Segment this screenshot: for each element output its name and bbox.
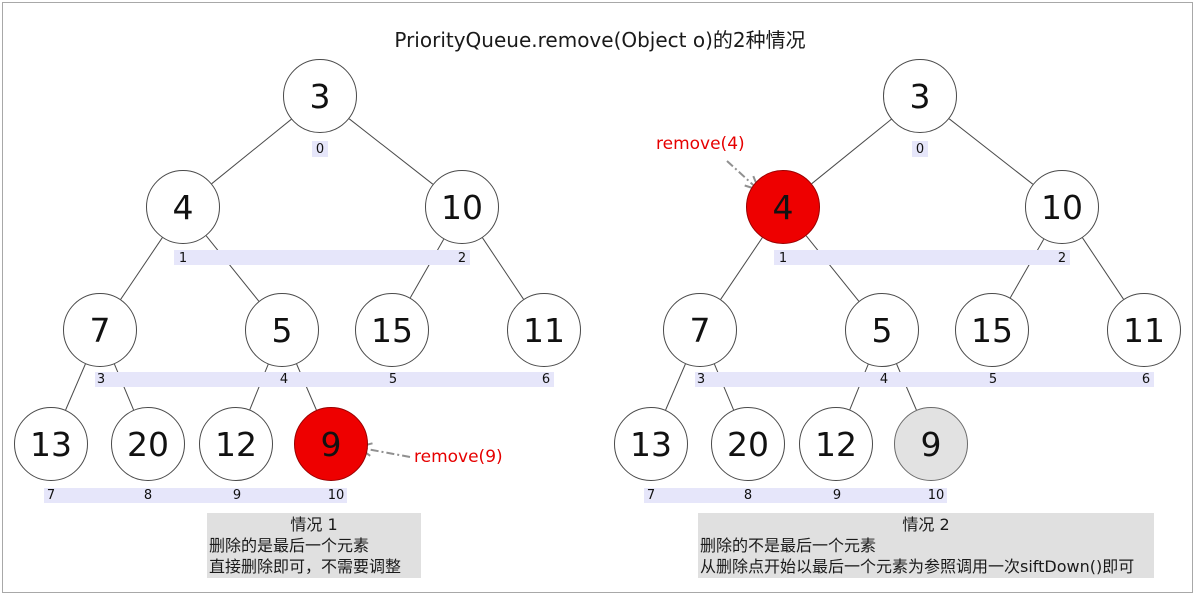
left-index-band-level2	[95, 372, 554, 387]
right-index-band-level1	[774, 250, 1070, 265]
index-label: 2	[1057, 251, 1067, 266]
case2-heading: 情况 2	[902, 515, 950, 534]
right-index-band-level2	[695, 372, 1154, 387]
index-label: 7	[46, 488, 56, 503]
case1-line2: 直接删除即可，不需要调整	[209, 557, 402, 576]
index-label: 8	[143, 488, 153, 503]
index-label: 0	[915, 142, 925, 157]
tree-node-highlighted: 9	[294, 407, 368, 481]
case1-heading: 情况 1	[290, 515, 338, 534]
tree-node: 15	[955, 293, 1029, 367]
left-index-band-level0	[312, 141, 328, 157]
left-index-band-level1	[174, 250, 470, 265]
tree-node: 20	[711, 407, 785, 481]
tree-node: 3	[883, 59, 957, 133]
case2-line2: 从删除点开始以最后一个元素为参照调用一次siftDown()即可	[700, 557, 1135, 576]
index-label: 7	[646, 488, 656, 503]
tree-node: 10	[1025, 170, 1099, 244]
index-label: 0	[315, 142, 325, 157]
tree-node: 12	[199, 407, 273, 481]
index-label: 8	[743, 488, 753, 503]
tree-node: 15	[355, 293, 429, 367]
index-label: 1	[178, 251, 188, 266]
index-label: 10	[327, 488, 345, 503]
index-label: 3	[96, 372, 106, 387]
tree-node: 7	[663, 293, 737, 367]
tree-node: 13	[614, 407, 688, 481]
tree-node: 7	[63, 293, 137, 367]
tree-node: 13	[14, 407, 88, 481]
right-index-band-level3	[644, 488, 947, 503]
left-tree-edges	[65, 118, 524, 411]
tree-node: 20	[111, 407, 185, 481]
remove4-label: remove(4)	[656, 134, 745, 154]
left-index-band-level3	[44, 488, 347, 503]
case2-caption: 情况 2 删除的不是最后一个元素 从删除点开始以最后一个元素为参照调用一次sif…	[698, 513, 1154, 578]
index-label: 6	[541, 372, 551, 387]
index-label: 5	[388, 372, 398, 387]
tree-node: 11	[507, 293, 581, 367]
tree-node: 5	[845, 293, 919, 367]
right-index-band-level0	[912, 141, 928, 157]
index-label: 1	[778, 251, 788, 266]
tree-node: 12	[799, 407, 873, 481]
index-label: 9	[832, 488, 842, 503]
tree-node: 11	[1107, 293, 1181, 367]
tree-node: 5	[245, 293, 319, 367]
tree-node: 4	[146, 170, 220, 244]
tree-node: 3	[283, 59, 357, 133]
right-tree-edges	[665, 118, 1124, 411]
tree-node-highlighted: 4	[746, 170, 820, 244]
index-label: 9	[232, 488, 242, 503]
case2-line1: 删除的不是最后一个元素	[700, 536, 877, 555]
index-label: 6	[1141, 372, 1151, 387]
remove9-label: remove(9)	[414, 447, 503, 467]
index-label: 4	[879, 372, 889, 387]
index-label: 3	[696, 372, 706, 387]
index-label: 4	[279, 372, 289, 387]
index-label: 2	[457, 251, 467, 266]
index-label: 10	[927, 488, 945, 503]
page-title: PriorityQueue.remove(Object o)的2种情况	[394, 28, 806, 52]
case1-line1: 删除的是最后一个元素	[209, 536, 370, 555]
tree-node: 10	[425, 170, 499, 244]
case1-caption: 情况 1 删除的是最后一个元素 直接删除即可，不需要调整	[207, 513, 421, 578]
index-label: 5	[988, 372, 998, 387]
tree-node-removed: 9	[894, 407, 968, 481]
